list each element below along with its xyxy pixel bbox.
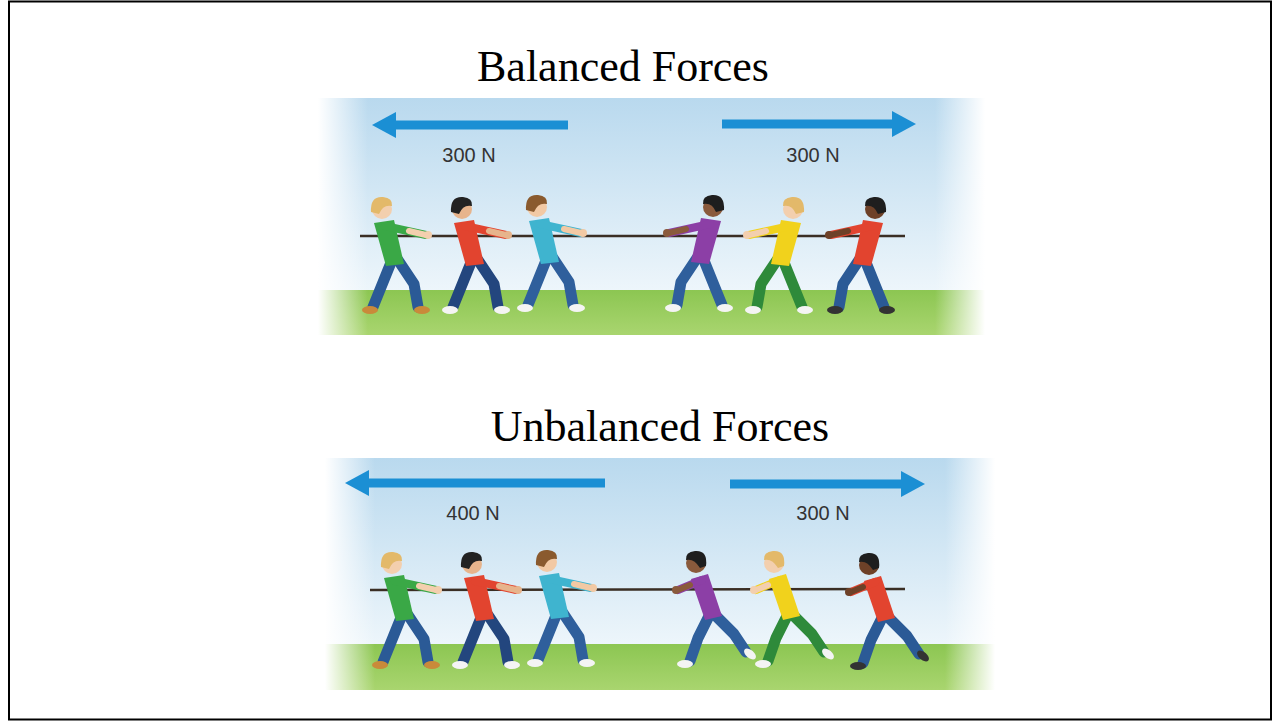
force-label: 400 N (446, 502, 499, 525)
force-label: 300 N (796, 502, 849, 525)
force-label: 300 N (442, 144, 495, 167)
frame (9, 2, 1271, 720)
panel-heading: Balanced Forces (477, 41, 769, 92)
unbalanced-scene (325, 458, 995, 690)
panel-heading: Unbalanced Forces (491, 401, 829, 452)
force-label: 300 N (786, 144, 839, 167)
balanced-scene (318, 98, 985, 335)
